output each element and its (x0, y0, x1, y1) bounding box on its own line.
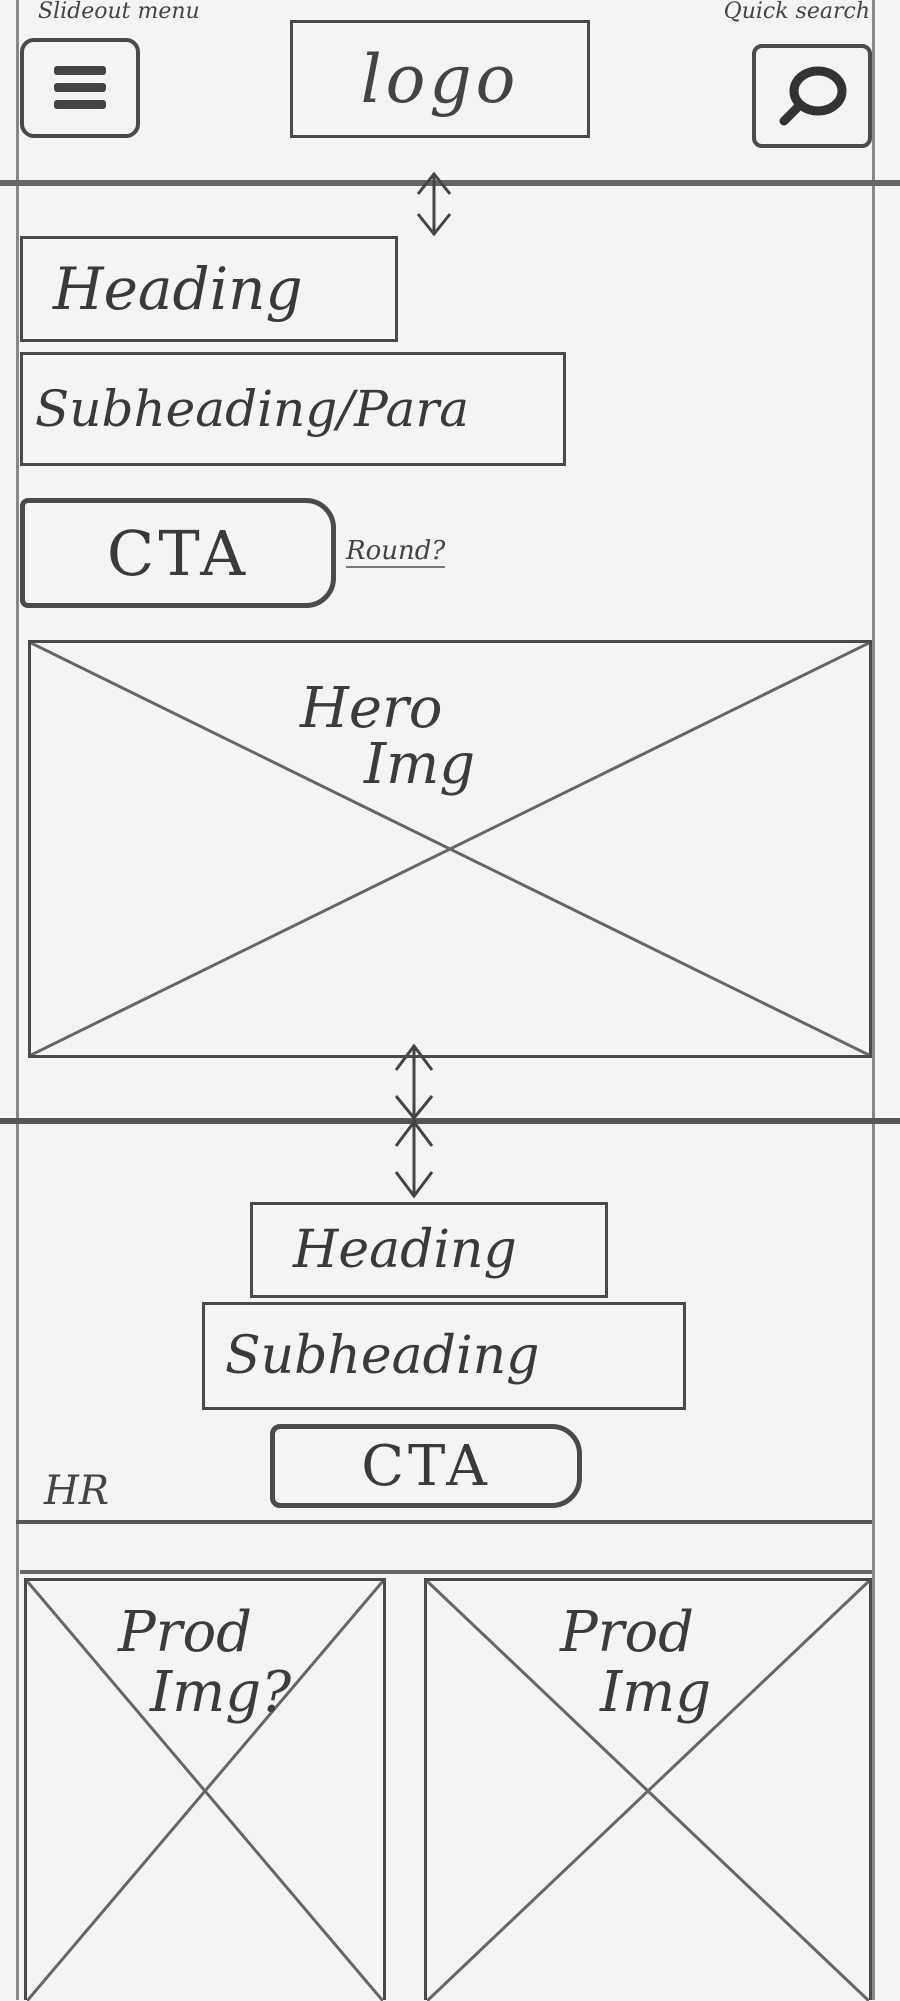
product-image-label-1: Prod (560, 1600, 695, 1665)
hr-note: HR (44, 1468, 109, 1514)
image-placeholder-x (31, 643, 869, 1055)
hero-divider (0, 1118, 900, 1124)
menu-button[interactable] (20, 38, 140, 138)
hr-divider (16, 1520, 872, 1524)
logo-text: logo (360, 40, 520, 118)
hero-cta-label: CTA (106, 516, 250, 590)
section2-heading: Heading (250, 1202, 608, 1298)
search-button[interactable] (752, 44, 872, 148)
image-placeholder-x (27, 1581, 383, 2001)
hero-subheading: Subheading/Para (20, 352, 566, 466)
section2-subheading: Subheading (202, 1302, 686, 1410)
section2-cta-label: CTA (361, 1433, 491, 1499)
product-image-label-2: Img (600, 1660, 712, 1725)
product-card[interactable] (24, 1578, 386, 2001)
product-grid-top (20, 1570, 872, 1574)
section2-subheading-text: Subheading (225, 1326, 540, 1386)
image-placeholder-x (427, 1581, 869, 2001)
logo[interactable]: logo (290, 20, 590, 138)
product-image-label-2: Img? (150, 1660, 292, 1725)
section2-heading-text: Heading (293, 1220, 517, 1280)
section2-cta-button[interactable]: CTA (270, 1424, 582, 1508)
product-image-label-1: Prod (118, 1600, 253, 1665)
page-border-right (872, 0, 875, 2000)
product-card[interactable] (424, 1578, 872, 2001)
page-border-left (16, 0, 19, 2000)
search-note: Quick search (723, 0, 870, 24)
header-divider (0, 180, 900, 186)
menu-note: Slideout menu (38, 0, 200, 24)
hero-cta-button[interactable]: CTA (20, 498, 336, 608)
search-icon (779, 66, 847, 126)
hero-image (28, 640, 872, 1058)
hero-heading-text: Heading (53, 255, 303, 323)
hero-image-label-2: Img (364, 732, 476, 797)
hero-image-label-1: Hero (300, 676, 443, 741)
hamburger-icon (54, 66, 106, 109)
cta-round-note: Round? (346, 536, 446, 568)
hero-subheading-text: Subheading/Para (35, 380, 470, 438)
hero-heading: Heading (20, 236, 398, 342)
